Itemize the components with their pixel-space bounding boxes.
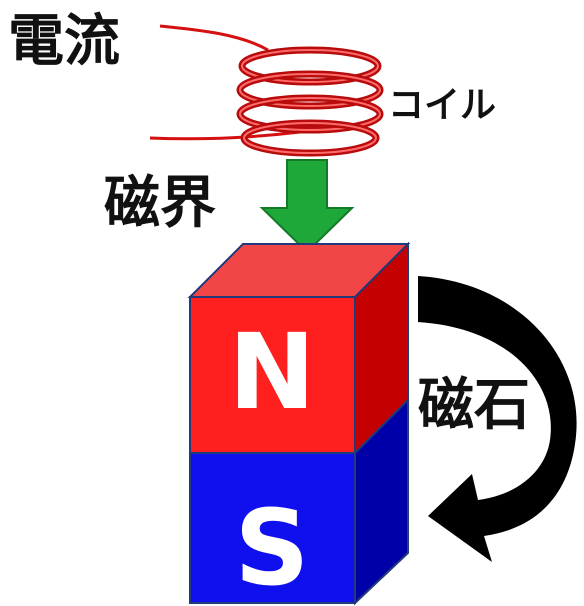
- magnet-label: 磁石: [418, 373, 530, 438]
- coil-lead-top: [159, 24, 269, 52]
- curved-arrow-icon: [418, 276, 577, 562]
- coil-lead-bottom: [149, 130, 301, 141]
- magnetic-field-label: 磁界: [104, 171, 216, 236]
- south-pole-label: S: [235, 487, 310, 606]
- magnet-south-face: [189, 452, 356, 604]
- coil-label: コイル: [388, 85, 497, 126]
- north-pole-label: N: [228, 311, 315, 433]
- bar-magnet: N S: [187, 241, 411, 606]
- coil-icon: [236, 46, 384, 157]
- down-arrow-icon: [259, 159, 355, 254]
- current-label: 電流: [8, 9, 120, 74]
